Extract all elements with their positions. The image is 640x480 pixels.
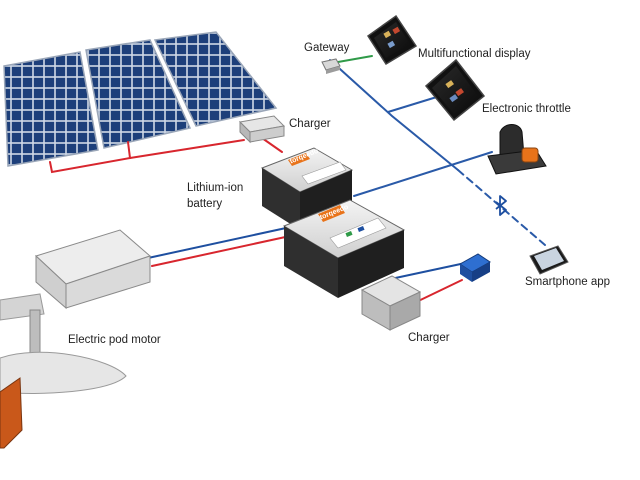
solar-panel-left [3,51,99,167]
throttle-bus-cable [353,151,493,197]
label-battery-line1: Lithium-ion [187,182,244,194]
electronic-throttle [487,124,547,175]
charger-bottom [360,275,422,331]
multifunctional-display [366,14,418,66]
motor-positive-cable [151,235,291,267]
label-electric-pod-motor: Electric pod motor [68,334,161,346]
solar-panels [3,31,278,167]
motor-negative-cable [147,227,287,259]
label-gateway: Gateway [304,42,350,54]
label-charger-top: Charger [289,118,331,130]
charger-to-battery-cable [261,137,283,153]
label-battery-line2: battery [187,198,223,210]
cables [49,55,546,306]
bluetooth-link [457,169,546,246]
solar-panel-right [153,31,278,127]
gateway-device [321,58,341,74]
solar-panel-middle [85,39,192,149]
data-bus-cable [329,59,459,171]
gateway-cable [337,55,373,63]
charger-top [238,115,286,144]
bluetooth-icon [495,195,507,216]
lithium-ion-battery-lower: torqeedo [282,199,406,298]
battery-to-plug-cable [385,261,471,281]
electric-pod-motor [0,229,151,449]
solar-positive-cable [49,141,132,174]
smartphone [529,245,569,275]
solar-to-charger-cable [129,139,245,159]
label-charger-bottom: Charger [408,332,450,344]
shore-power-plug [459,253,491,282]
label-electronic-throttle: Electronic throttle [482,103,571,115]
throttle-display [424,58,486,122]
display-bus-cable [387,95,441,113]
label-multifunctional-display: Multifunctional display [418,48,531,60]
label-smartphone-app: Smartphone app [525,276,611,288]
